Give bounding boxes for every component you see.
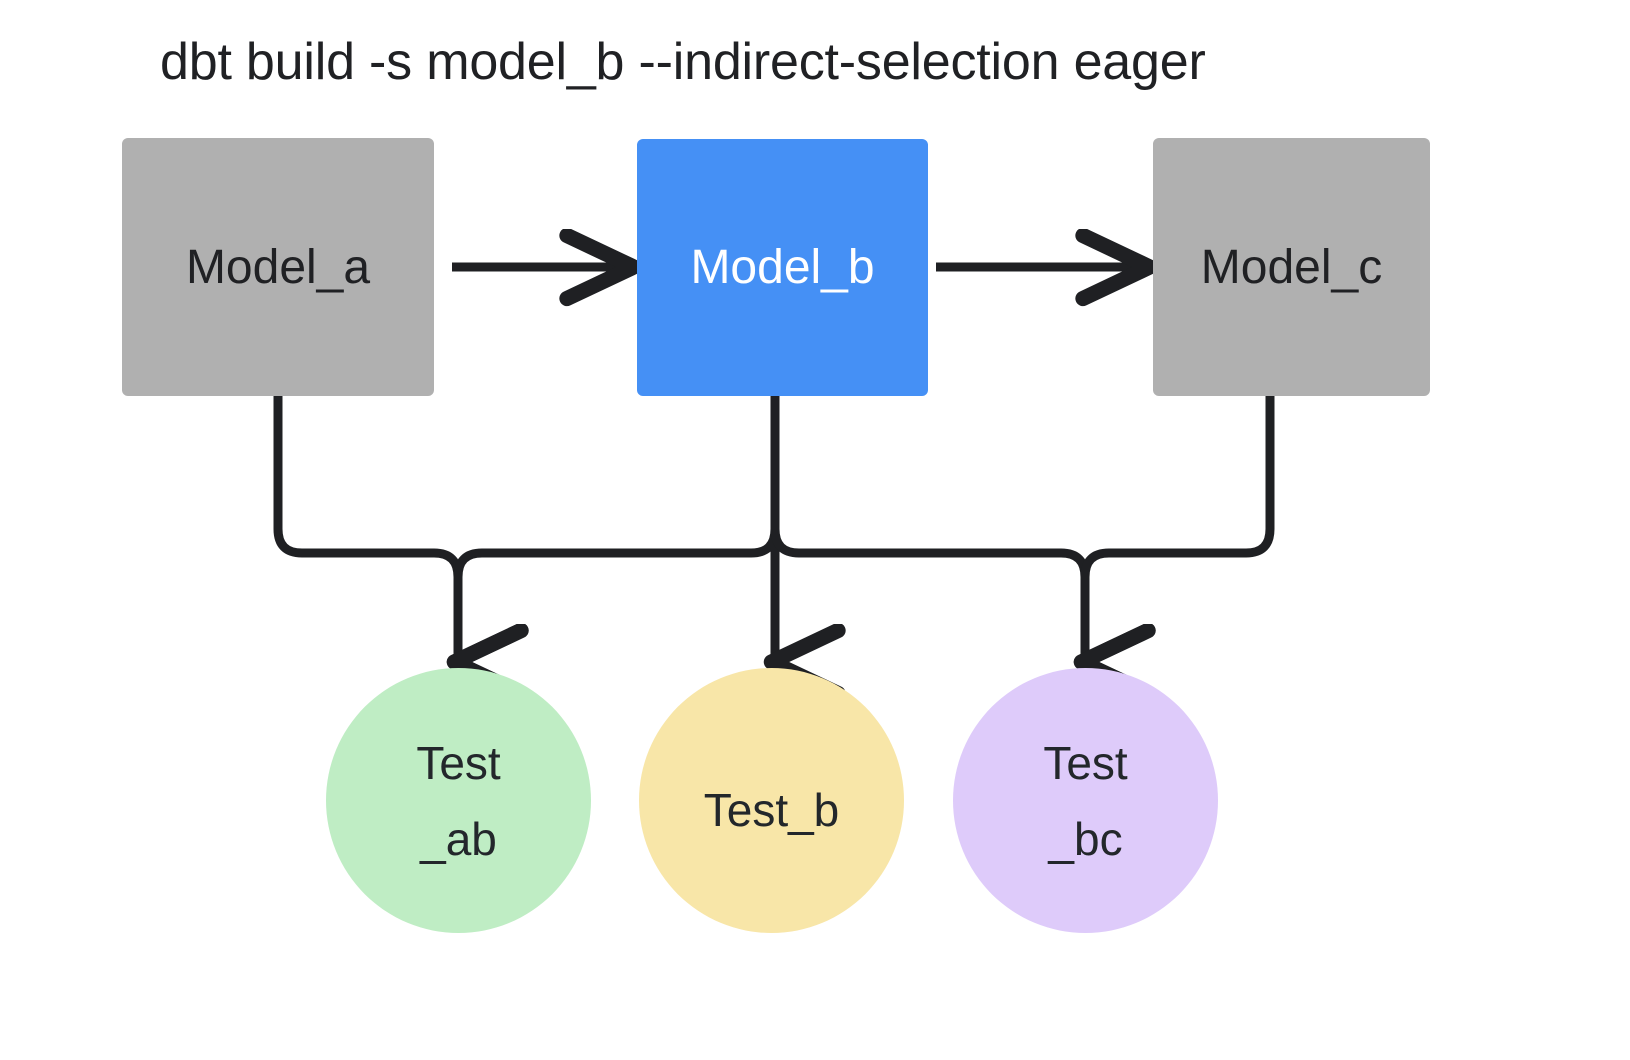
node-test-bc-label-line1: Test (1043, 736, 1128, 789)
node-test-bc[interactable]: Test _bc (953, 668, 1218, 933)
node-test-b[interactable]: Test_b (639, 668, 904, 933)
node-test-ab[interactable]: Test _ab (326, 668, 591, 933)
node-test-bc-label-line2: _bc (1048, 812, 1123, 865)
node-model-c[interactable]: Model_c (1153, 138, 1430, 396)
edge-model-b-to-test-bc (770, 396, 1085, 662)
edge-model-c-to-test-bc (1085, 396, 1275, 662)
node-model-b-label: Model_b (690, 241, 875, 294)
node-model-b[interactable]: Model_b (637, 139, 928, 396)
node-model-a-label: Model_a (185, 240, 371, 294)
edge-model-b-to-test-ab (458, 396, 780, 662)
node-test-b-label: Test_b (703, 783, 840, 836)
node-test-ab-label-line2: _ab (420, 812, 497, 865)
edge-model-a-to-test-ab (273, 396, 458, 662)
node-test-ab-label-line1: Test (416, 736, 501, 789)
node-model-a[interactable]: Model_a (122, 138, 434, 396)
node-model-c-label: Model_c (1200, 240, 1383, 294)
page-title: dbt build -s model_b --indirect-selectio… (160, 33, 1206, 91)
